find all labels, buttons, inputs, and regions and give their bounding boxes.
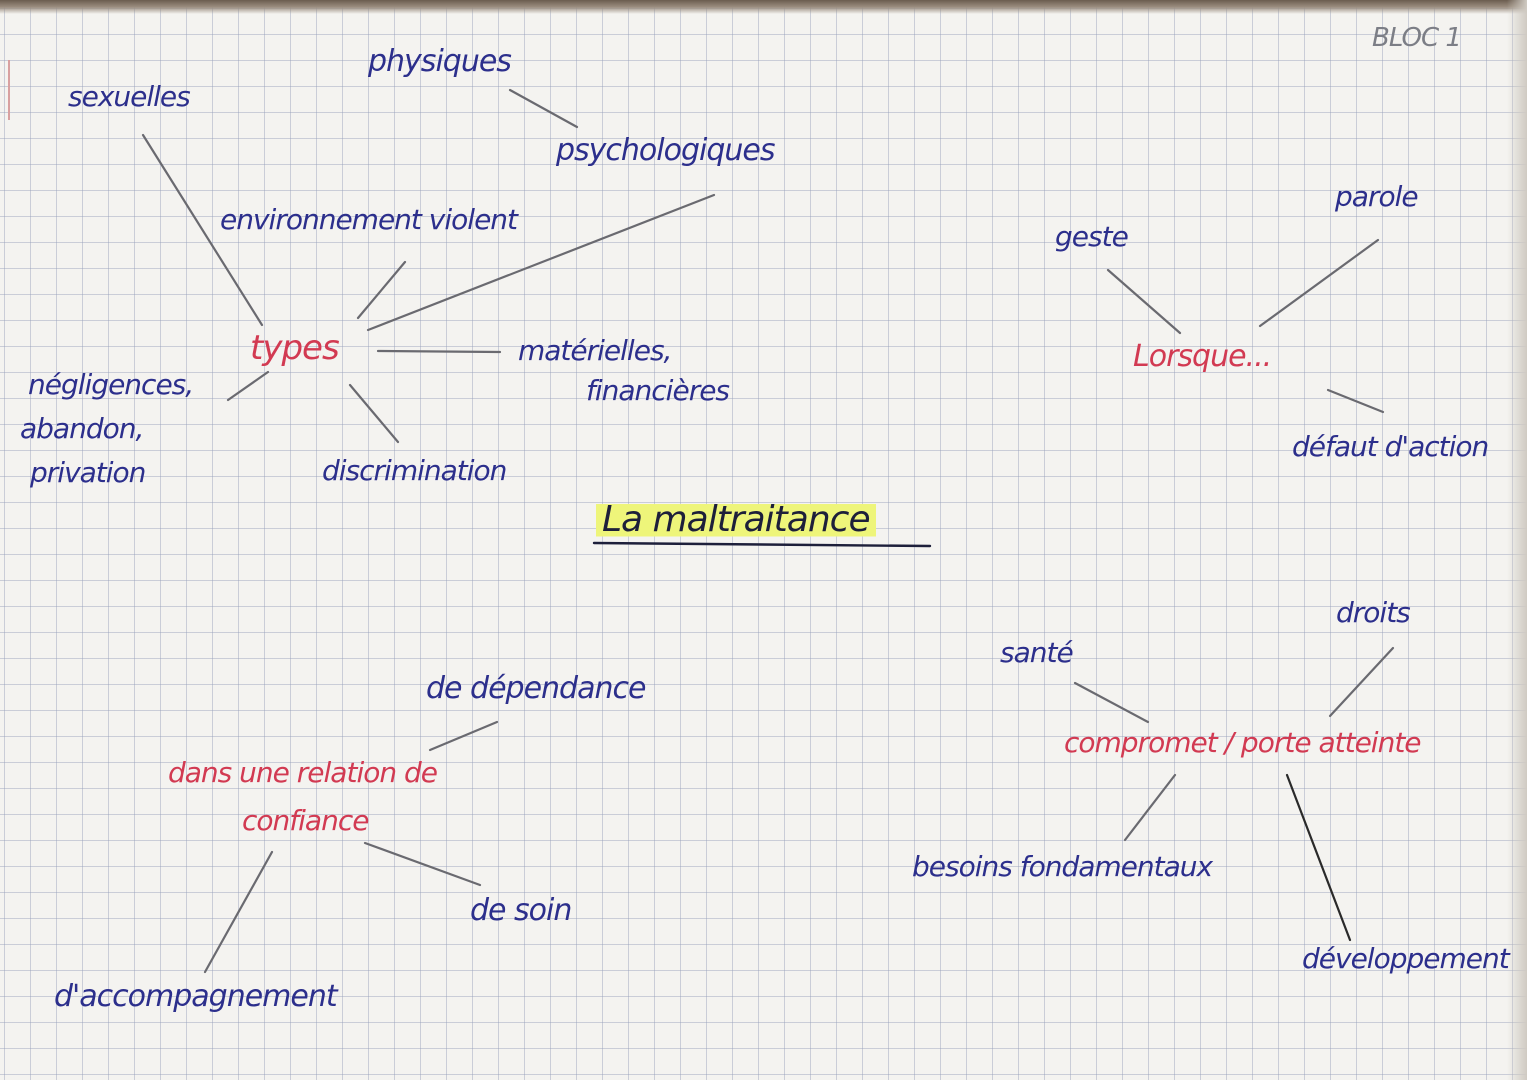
word-financieres: financières (586, 374, 730, 407)
word-sexuelles: sexuelles (68, 80, 191, 113)
paper-right-edge (1507, 0, 1527, 1080)
line-atteinte-droits (1328, 646, 1395, 718)
paper-top-shadow (0, 0, 1527, 14)
line-lorsque-defaut (1326, 388, 1385, 414)
types-connectors (141, 88, 716, 444)
line-physiques-psychologiques (508, 88, 579, 129)
bloc-label: BLOC 1 (1372, 23, 1462, 53)
lorsque-connectors (1106, 238, 1385, 414)
word-de-dependance: de dépendance (426, 671, 646, 706)
word-parole: parole (1335, 180, 1419, 213)
title-highlight: La maltraitance (596, 499, 876, 540)
lorsque-center: Lorsque... (1133, 339, 1272, 374)
types-center: types (250, 328, 340, 368)
line-relation-dependance (428, 720, 499, 752)
margin-mark (8, 60, 10, 120)
line-atteinte-besoins (1123, 773, 1177, 842)
page-title: La maltraitance (596, 499, 876, 540)
word-environnement-violent: environnement violent (220, 203, 518, 236)
atteinte-dark-connectors (1285, 773, 1352, 942)
word-psychologiques: psychologiques (556, 133, 775, 168)
line-types-environnement (356, 260, 407, 320)
line-types-discrimination (348, 383, 400, 444)
relation-center-line1: dans une relation de (168, 756, 438, 789)
word-sante: santé (1000, 636, 1074, 669)
word-de-soin: de soin (470, 893, 572, 928)
word-defaut-daction: défaut d'action (1292, 430, 1489, 463)
word-developpement: développement (1302, 942, 1510, 975)
word-discrimination: discrimination (322, 454, 507, 487)
word-negligences: négligences, (28, 368, 194, 401)
word-physiques: physiques (368, 44, 512, 79)
word-besoins-fondamentaux: besoins fondamentaux (912, 850, 1213, 883)
line-atteinte-sante (1073, 681, 1150, 724)
relation-center-line2: confiance (242, 804, 369, 837)
title-underline (592, 541, 932, 548)
line-lorsque-parole (1258, 238, 1380, 328)
line-lorsque-geste (1106, 268, 1182, 335)
line-relation-soin (363, 841, 482, 887)
line-atteinte-developpement (1285, 773, 1352, 942)
word-materielles: matérielles, (518, 334, 672, 367)
atteinte-center: compromet / porte atteinte (1064, 726, 1422, 759)
word-geste: geste (1055, 220, 1129, 253)
line-types-sexuelles (141, 133, 264, 327)
line-relation-accompagnement (203, 850, 274, 974)
line-types-negligences (226, 370, 270, 402)
word-abandon: abandon, (20, 412, 144, 445)
line-types-materielles (376, 349, 502, 354)
relation-connectors (203, 720, 499, 974)
atteinte-connectors (1073, 646, 1395, 842)
word-daccompagnement: d'accompagnement (54, 979, 338, 1014)
line-types-psychologiques (366, 193, 716, 332)
word-privation: privation (30, 456, 146, 489)
word-droits: droits (1336, 596, 1411, 629)
